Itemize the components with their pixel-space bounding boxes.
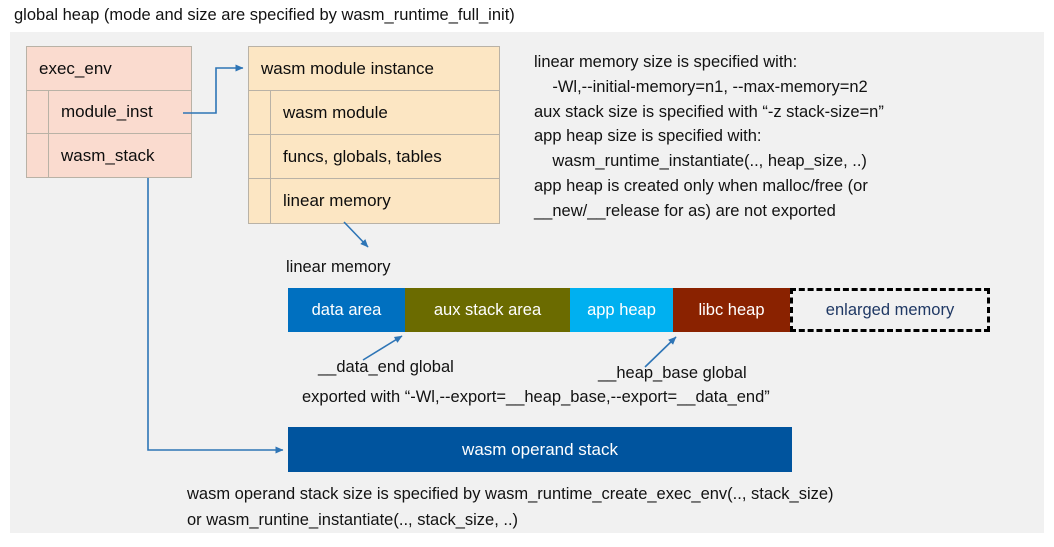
module-instance-row-funcs-globals-tables: funcs, globals, tables [249,135,499,179]
row-gutter [249,179,271,223]
module-instance-wasm-module-label: wasm module [283,102,388,122]
wasm-module-instance-box: wasm module instance wasm module funcs, … [248,46,500,224]
wasm-operand-stack-bar: wasm operand stack [288,427,792,472]
exec-env-row-module-inst: module_inst [27,91,191,134]
module-instance-funcs-label: funcs, globals, tables [283,146,442,166]
annotation-exported-with: exported with “-Wl,--export=__heap_base,… [302,388,770,406]
exec-env-box: exec_env module_inst wasm_stack [26,46,192,178]
module-instance-row-linear-memory: linear memory [249,179,499,223]
row-gutter [249,135,271,178]
module-instance-linear-memory-label: linear memory [283,191,391,210]
memory-segment-libc-heap: libc heap [673,288,790,332]
module-instance-row-wasm-module: wasm module [249,91,499,135]
memory-segment-enlarged-memory: enlarged memory [790,288,990,332]
memory-segment-app-heap: app heap [570,288,673,332]
memory-segment-aux-stack-area: aux stack area [405,288,570,332]
memory-config-notes: linear memory size is specified with: -W… [534,53,884,220]
row-gutter [249,91,271,134]
memory-segment-data area: data area [288,288,405,332]
annotation-heap-base: __heap_base global [598,364,747,382]
row-gutter [27,91,49,133]
annotation-data-end: __data_end global [318,358,454,376]
exec-env-wasm-stack-label: wasm_stack [61,145,155,165]
page-title: global heap (mode and size are specified… [14,6,515,24]
module-instance-header: wasm module instance [249,47,499,91]
exec-env-module-inst-label: module_inst [61,102,153,121]
operand-stack-note: wasm operand stack size is specified by … [187,485,834,529]
row-gutter [27,134,49,177]
exec-env-row-wasm-stack: wasm_stack [27,134,191,177]
exec-env-header: exec_env [27,47,191,91]
linear-memory-caption: linear memory [286,258,391,276]
